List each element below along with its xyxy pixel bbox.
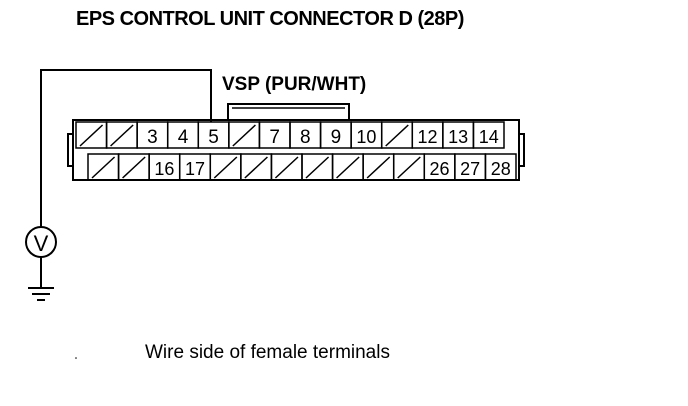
unused-terminal-slash — [91, 156, 116, 179]
unused-terminal-slash — [213, 156, 238, 179]
pin-label-5: 5 — [208, 127, 219, 148]
meter-symbol: V — [34, 231, 49, 256]
pin-label-26: 26 — [430, 159, 450, 179]
terminal-14 — [472, 121, 505, 149]
caption: Wire side of female terminals — [145, 342, 390, 363]
pin-label-7: 7 — [269, 127, 280, 148]
pin-label-12: 12 — [418, 127, 438, 147]
voltmeter-icon: V — [25, 226, 57, 258]
pin-label-14: 14 — [479, 127, 499, 147]
signal-label: VSP (PUR/WHT) — [222, 74, 367, 95]
pin-label-27: 27 — [460, 159, 480, 179]
unused-terminal-slash — [305, 156, 330, 179]
pin-label-8: 8 — [300, 127, 311, 148]
pin-label-10: 10 — [356, 127, 376, 147]
pin-label-3: 3 — [147, 127, 158, 148]
unused-terminal-slash — [79, 124, 104, 147]
pin-label-4: 4 — [178, 127, 189, 148]
pin-label-28: 28 — [491, 159, 511, 179]
probe-wire — [40, 69, 212, 232]
unused-terminal-slash — [397, 156, 421, 179]
pin-label-9: 9 — [331, 127, 342, 148]
terminal-28 — [484, 153, 517, 181]
diagram-title: EPS CONTROL UNIT CONNECTOR D (28P) — [76, 8, 464, 30]
unused-terminal-slash — [122, 156, 146, 179]
pin-label-17: 17 — [185, 159, 205, 179]
ground-icon — [28, 257, 54, 301]
unused-terminal-slash — [244, 156, 268, 179]
unused-terminal-slash — [385, 124, 409, 147]
pin-label-13: 13 — [448, 127, 468, 147]
unused-terminal-slash — [232, 124, 256, 147]
unused-terminal-slash — [110, 124, 134, 147]
unused-terminal-slash — [274, 156, 299, 179]
unused-terminal-slash — [366, 156, 391, 179]
pin-label-16: 16 — [154, 159, 174, 179]
unused-terminal-slash — [336, 156, 360, 179]
